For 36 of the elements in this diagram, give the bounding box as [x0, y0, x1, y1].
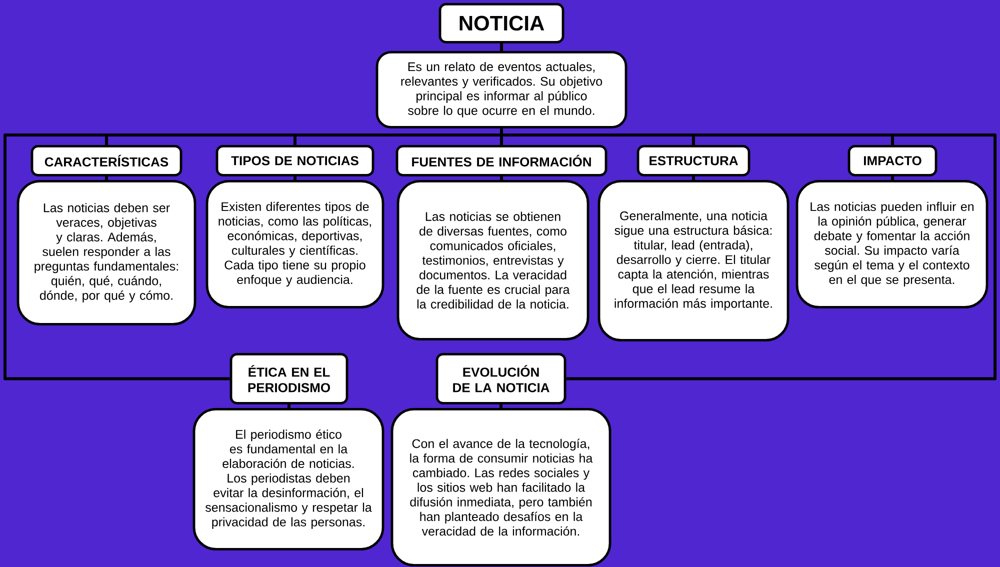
connector-line — [294, 135, 296, 145]
title-box: NOTICIA — [438, 3, 564, 44]
heading-box: EVOLUCIÓN DE LA NOTICIA — [436, 353, 566, 404]
description-box: Las noticias se obtienen de diversas fuentes, como comunicados oficiales, testimonios, entrevistas y documentos. La veracidad de la fuente es crucial para la credibilidad de la noticia. — [396, 180, 590, 340]
connector-line — [500, 176, 503, 180]
heading-box: TIPOS DE NOTICIAS — [216, 145, 374, 176]
connector-line — [106, 134, 295, 136]
description-box: Con el avance de la tecnología, la forma de consumir noticias ha cambiado. Las redes sociales y los sitios web han facilitado la difusión inmediata, pero también han planteado desafíos en la veracidad de la información. — [390, 408, 612, 566]
connector-line — [692, 176, 695, 180]
connector-line — [692, 135, 695, 145]
description-box: El periodismo ético es fundamental en la elaboración de noticias. Los periodistas deben evitar la desinformación, el sensacionalismo y respetar la privacidad de las personas. — [192, 408, 384, 550]
heading-box: ÉTICA EN EL PERIODISMO — [230, 353, 348, 404]
description-box: Las noticias deben ser veraces, objetivas y claras. Además, suelen responder a las preguntas fundamentales: quién, qué, cuándo, dónde, por qué y cómo. — [16, 180, 196, 326]
connector-line — [500, 404, 502, 408]
heading-box: ESTRUCTURA — [636, 145, 750, 176]
heading-box: FUENTES DE INFORMACIÓN — [396, 145, 608, 176]
connector-line — [502, 134, 694, 136]
connector-line — [500, 43, 503, 51]
heading-box: CARACTERÍSTICAS — [30, 145, 182, 176]
connector-line — [295, 134, 502, 136]
connector-line — [105, 176, 108, 180]
description-box: Existen diferentes tipos de noticias, como las políticas, económicas, deportivas, culturales y científicas. Cada tipo tiene su propio enfoque y audiencia. — [206, 180, 384, 308]
connector-line — [566, 134, 997, 380]
heading-box: IMPACTO — [848, 145, 938, 176]
description-box: Las noticias pueden influir en la opinión pública, generar debate y fomentar la acción social. Su impacto varía según el tema y el contexto en el que se presenta. — [796, 180, 988, 308]
description-box: Generalmente, una noticia sigue una estructura básica: titular, lead (entrada), desarrollo y cierre. El titular capta la atención, mientras que el lead resume la información más importante. — [598, 180, 790, 342]
connector-line — [891, 135, 894, 145]
connector-line — [500, 135, 503, 145]
connector-line — [4, 134, 230, 380]
definition-box: Es un relato de eventos actuales, relevantes y verificados. Su objetivo principal es informar al público sobre lo que ocurre en el mundo. — [376, 51, 628, 128]
connector-line — [891, 176, 894, 180]
connector-line — [294, 176, 296, 180]
connector-line — [288, 404, 290, 408]
connector-line — [500, 128, 503, 135]
connector-line — [694, 134, 893, 136]
connector-line — [105, 135, 108, 145]
